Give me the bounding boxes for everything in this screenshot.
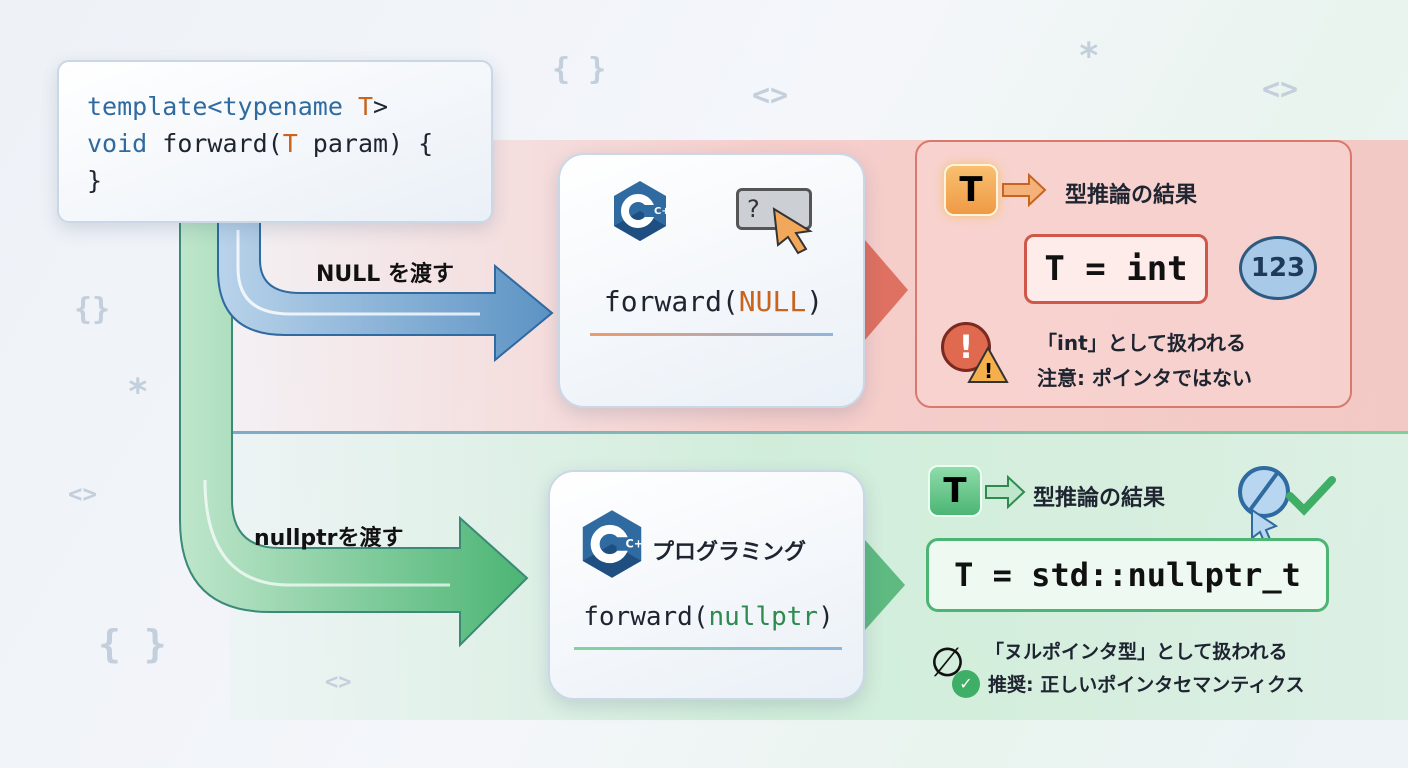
note-recommended: 推奨: 正しいポインタセマンティクス <box>988 674 1305 696</box>
check-circle-icon: ✓ <box>952 670 980 698</box>
result-heading: 型推論の結果 <box>1033 486 1166 511</box>
code-type-param: T <box>282 129 298 158</box>
nullptr-call-expression: forward(nullptr) <box>550 602 867 632</box>
call-arg: nullptr <box>708 602 819 632</box>
divider-line <box>230 431 1408 434</box>
template-code-block: template<typename T> void forward(T para… <box>57 60 493 223</box>
call-prefix: forward( <box>603 285 739 318</box>
red-pointer <box>865 240 908 340</box>
cpp-logo-text: C++ <box>626 537 645 550</box>
code-text: > <box>373 92 389 121</box>
question-mark: ? <box>747 195 760 223</box>
nullptr-call-card: C++ プログラミング forward(nullptr) <box>548 470 865 700</box>
null-arrow <box>217 221 554 363</box>
deduced-type-nullptr: T = std::nullptr_t <box>926 538 1329 612</box>
arrow-right-icon <box>985 474 1026 510</box>
programming-label: プログラミング <box>652 540 807 565</box>
cpp-logo-icon: C++ <box>614 181 668 241</box>
null-call-expression: forward(NULL) <box>560 285 867 318</box>
code-text: forward( <box>162 129 283 158</box>
code-type-param: T <box>357 92 373 121</box>
nullptr-arrow-label: nullptrを渡す <box>254 526 404 551</box>
deco-star: * <box>1078 36 1100 77</box>
code-keyword: void <box>87 129 163 158</box>
deco-angles: <> <box>752 78 789 113</box>
warning-icon: ! <box>967 346 1009 383</box>
code-text: } <box>87 166 103 195</box>
deco-braces: { } <box>552 52 607 87</box>
call-arg: NULL <box>738 285 807 318</box>
cursor-icon <box>772 207 813 255</box>
unknown-type-icon: ? <box>736 188 812 230</box>
code-keyword: template<typename <box>87 92 358 121</box>
code-text: param) { <box>297 129 434 158</box>
nullptr-arrow <box>179 221 529 648</box>
note-int: 「int」として扱われる <box>1037 331 1247 355</box>
underline <box>574 647 842 650</box>
note-nullptr-type: 「ヌルポインタ型」として扱われる <box>985 641 1288 663</box>
note-not-pointer: 注意: ポインタではない <box>1037 366 1252 390</box>
deco-angles: <> <box>1262 72 1299 107</box>
integer-badge-icon: 123 <box>1239 236 1317 300</box>
type-param-badge: T <box>944 164 998 216</box>
arrow-right-icon <box>1002 172 1047 208</box>
call-suffix: ) <box>806 285 824 318</box>
call-suffix: ) <box>818 602 834 632</box>
deco-braces: { } <box>98 622 167 666</box>
deco-star: * <box>127 372 149 413</box>
svg-text:!: ! <box>984 359 993 383</box>
call-prefix: forward( <box>583 602 709 632</box>
result-heading: 型推論の結果 <box>1065 183 1198 208</box>
cpp-logo-icon: C++ <box>582 510 645 578</box>
null-call-card: C++ ? forward(NULL) <box>558 153 865 408</box>
deco-angles: <> <box>68 480 97 508</box>
deco-braces: {} <box>74 292 111 327</box>
underline <box>590 333 833 336</box>
deco-angles: <> <box>325 670 352 695</box>
cpp-logo-text: C++ <box>654 206 668 217</box>
deduced-type-int: T = int <box>1024 234 1208 304</box>
null-arrow-label: NULL を渡す <box>316 262 454 287</box>
null-result-panel: T 型推論の結果 T = int 123 ! ! 「int」として扱われる 注意… <box>915 140 1352 408</box>
green-pointer <box>865 540 905 630</box>
type-param-badge: T <box>928 465 982 517</box>
